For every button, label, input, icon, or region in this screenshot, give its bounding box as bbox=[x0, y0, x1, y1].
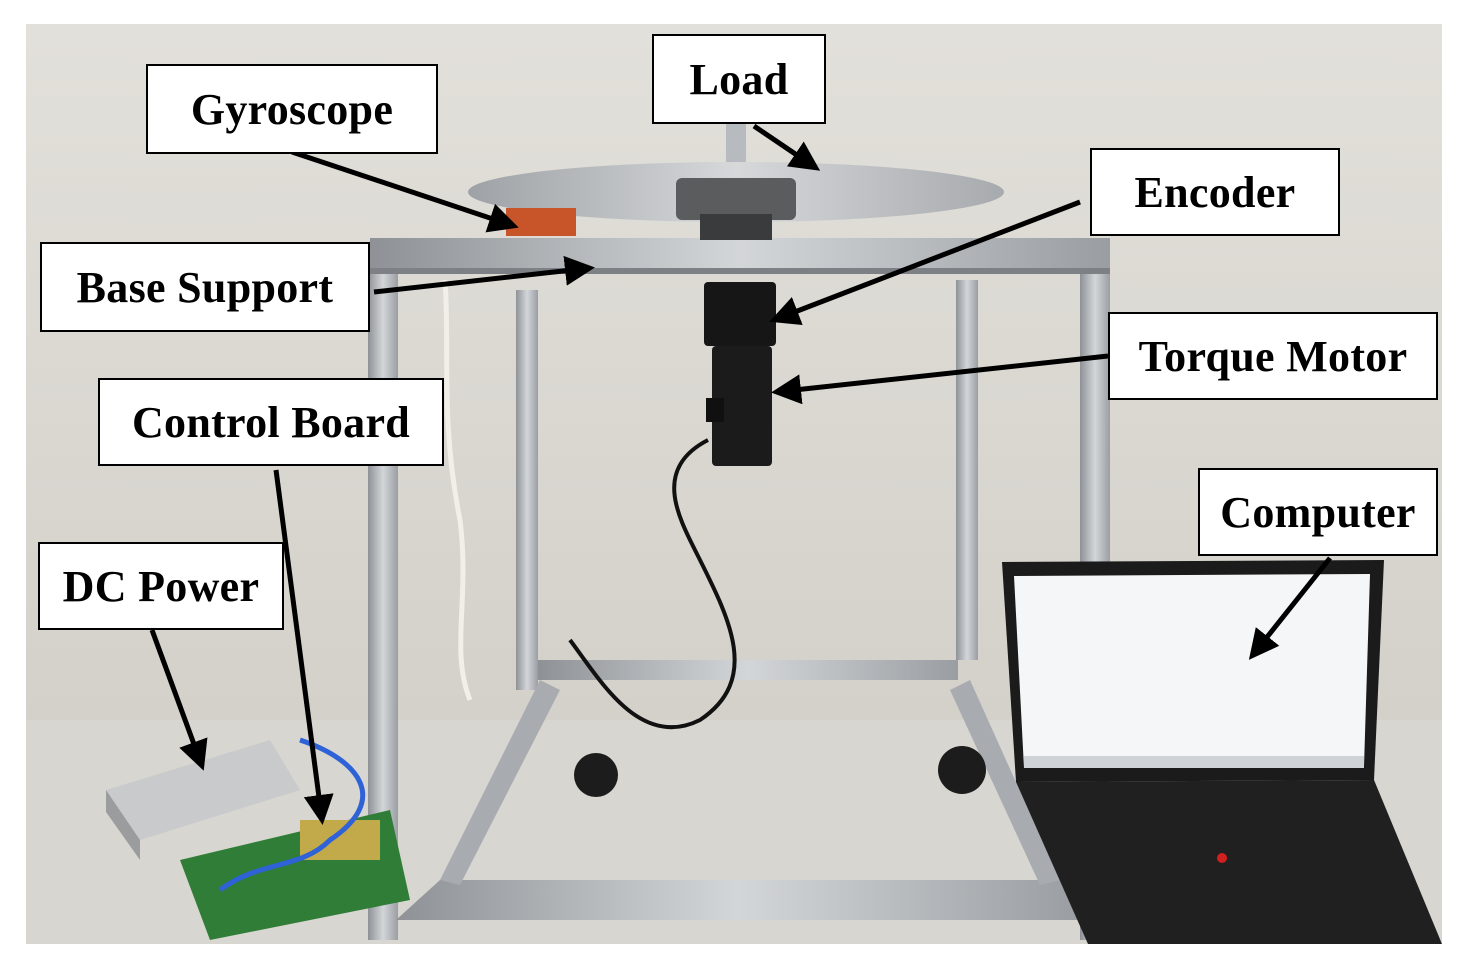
arrow-computer bbox=[1248, 556, 1332, 660]
label-gyroscope-text: Gyroscope bbox=[190, 84, 394, 134]
encoder-body bbox=[704, 282, 776, 346]
label-encoder-text: Encoder bbox=[1134, 167, 1296, 217]
label-dc-power: DC Power bbox=[38, 542, 284, 630]
arrow-dc-power bbox=[149, 629, 208, 771]
arrow-torque-motor bbox=[771, 353, 1109, 405]
frame-bottom-left-rail bbox=[440, 680, 560, 885]
laptop-screen bbox=[1014, 574, 1370, 768]
dc-power-side bbox=[106, 790, 140, 860]
label-encoder: Encoder bbox=[1090, 148, 1340, 236]
frame-rear-bottom-bar bbox=[538, 660, 958, 680]
laptop-taskbar bbox=[1024, 756, 1364, 768]
label-load-text: Load bbox=[689, 54, 789, 104]
label-gyroscope: Gyroscope bbox=[146, 64, 438, 154]
arrow-control-board bbox=[273, 469, 334, 825]
arrow-base-support bbox=[373, 255, 595, 295]
dc-power-supply bbox=[106, 740, 300, 840]
load-hub bbox=[676, 178, 796, 220]
base-support-bar bbox=[370, 238, 1110, 272]
label-computer: Computer bbox=[1198, 468, 1438, 556]
sensor-wires bbox=[442, 279, 473, 701]
arrow-load bbox=[752, 123, 821, 171]
laptop-keyboard-deck bbox=[1016, 780, 1442, 944]
torque-motor-body bbox=[712, 346, 772, 466]
label-load: Load bbox=[652, 34, 826, 124]
arrow-gyroscope bbox=[291, 149, 519, 233]
label-dc-power-text: DC Power bbox=[62, 561, 260, 611]
gyroscope-block bbox=[506, 208, 576, 236]
blue-wires bbox=[218, 737, 366, 893]
label-control-board: Control Board bbox=[98, 378, 444, 466]
label-base-support: Base Support bbox=[40, 242, 370, 332]
motor-cable bbox=[568, 438, 737, 730]
frame-bottom-right-rail bbox=[950, 680, 1060, 885]
label-control-board-text: Control Board bbox=[131, 397, 411, 447]
hub-collar bbox=[700, 214, 772, 240]
caster-right bbox=[938, 746, 986, 794]
label-base-support-text: Base Support bbox=[76, 262, 334, 312]
frame-rear-left-post bbox=[516, 290, 538, 690]
arrow-encoder bbox=[769, 199, 1081, 326]
label-torque-motor-text: Torque Motor bbox=[1138, 331, 1408, 381]
motor-connector bbox=[706, 398, 724, 422]
trackpoint bbox=[1217, 853, 1227, 863]
caster-left bbox=[574, 753, 618, 797]
label-torque-motor: Torque Motor bbox=[1108, 312, 1438, 400]
frame-rear-right-post bbox=[956, 280, 978, 660]
frame-bottom-front-bar bbox=[396, 880, 1080, 920]
label-computer-text: Computer bbox=[1220, 487, 1416, 537]
base-support-shadow bbox=[370, 268, 1110, 274]
